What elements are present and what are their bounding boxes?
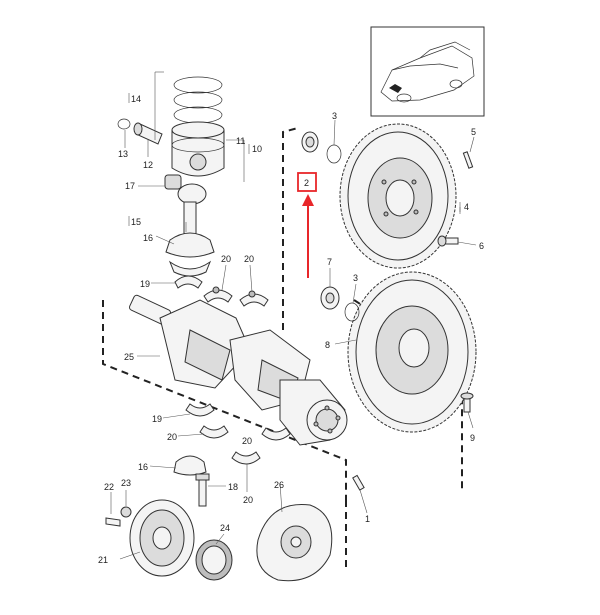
callout-labels: 1 2 3 3 4 5 6 7 8 9 10 11 12 13 14 15 16… [98, 94, 484, 565]
callout-1: 1 [365, 514, 370, 524]
car-thumbnail-icon [370, 26, 485, 117]
callout-17: 17 [125, 181, 135, 191]
callout-3-upper: 3 [332, 111, 337, 121]
big-end-bolt [195, 473, 210, 507]
snap-ring-upper [326, 144, 342, 164]
bearing-shells-lower [173, 403, 291, 476]
pilot-bearing [301, 131, 319, 153]
callout-19-upper: 19 [140, 279, 150, 289]
callout-7: 7 [327, 257, 332, 267]
callout-12: 12 [143, 160, 153, 170]
piston [171, 121, 225, 177]
callout-20-a: 20 [221, 254, 231, 264]
drive-plate [347, 271, 477, 433]
callout-25: 25 [124, 352, 134, 362]
bearing-lower [320, 286, 340, 310]
timing-gear [195, 539, 233, 581]
callout-19-lower: 19 [152, 414, 162, 424]
callout-20-e: 20 [243, 495, 253, 505]
callout-21: 21 [98, 555, 108, 565]
callout-23: 23 [121, 478, 131, 488]
callout-5: 5 [471, 127, 476, 137]
flywheel-pin [462, 151, 474, 169]
crankshaft [128, 294, 348, 446]
flywheel [339, 123, 457, 269]
leader-lines [110, 71, 477, 560]
small-end-bush [164, 174, 182, 190]
callout-15: 15 [131, 217, 141, 227]
callout-2: 2 [304, 178, 309, 188]
callout-10: 10 [252, 144, 262, 154]
highlight-box [297, 172, 317, 192]
snap-ring-lower [344, 302, 360, 322]
pulley-bolt [105, 506, 132, 527]
callout-16-upper: 16 [143, 233, 153, 243]
callout-9: 9 [470, 433, 475, 443]
callout-20-c: 20 [167, 432, 177, 442]
callout-13: 13 [118, 149, 128, 159]
callout-3-lower: 3 [353, 273, 358, 283]
callout-20-b: 20 [244, 254, 254, 264]
flywheel-bolt [437, 235, 459, 247]
callout-11: 11 [236, 136, 245, 146]
piston-rings [173, 76, 223, 124]
callout-6: 6 [479, 241, 484, 251]
callout-ticks [128, 93, 461, 226]
callout-22: 22 [104, 482, 114, 492]
callout-18: 18 [228, 482, 238, 492]
highlight-marker [297, 172, 317, 278]
callout-14: 14 [131, 94, 141, 104]
circlip [117, 118, 131, 130]
drive-plate-bolt [460, 392, 474, 413]
callout-20-d: 20 [242, 436, 252, 446]
bearing-shells-upper [174, 275, 269, 307]
callout-8: 8 [325, 340, 330, 350]
highlight-arrowhead [302, 194, 314, 206]
callout-24: 24 [220, 523, 230, 533]
crankshaft-pulley [129, 499, 195, 577]
piston-pin [133, 122, 163, 145]
callout-16-lower: 16 [138, 462, 148, 472]
oil-pump [256, 503, 333, 582]
callout-26: 26 [274, 480, 284, 490]
callout-4: 4 [464, 202, 469, 212]
dowel-pin [352, 474, 365, 491]
connecting-rod [165, 183, 215, 277]
